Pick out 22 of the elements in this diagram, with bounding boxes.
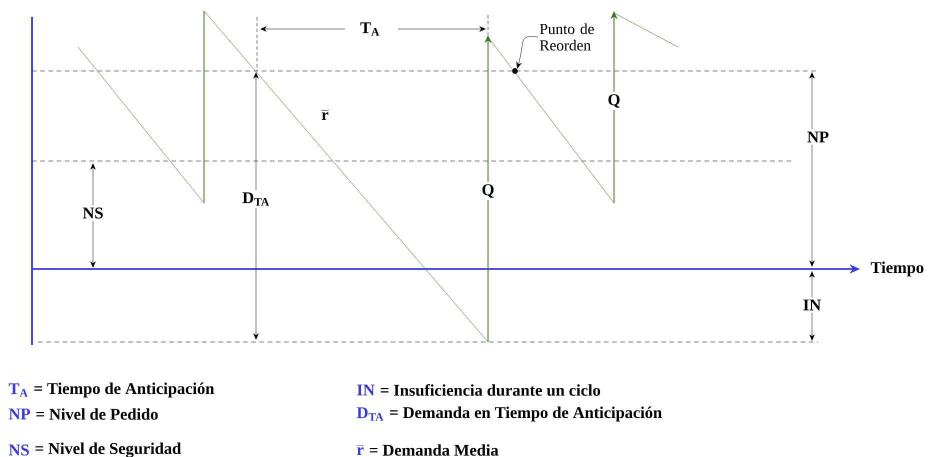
dimension-label: IN: [800, 297, 824, 313]
legend-symbol: IN: [357, 384, 375, 396]
axis-label: Tiempo: [870, 262, 924, 276]
dimension-label: NS: [80, 205, 106, 221]
legend-text: = Nivel de Pedido: [36, 408, 158, 420]
legend-symbol: NP: [8, 408, 30, 420]
legend-symbol: T$_{A}$: [8, 383, 28, 397]
symbol-label: r: [321, 110, 329, 120]
dimension-label: T$_{A}$: [358, 20, 382, 38]
dimension-label: NP: [804, 129, 832, 145]
dimension-label: Q: [479, 182, 497, 200]
callout-text: Punto de Reorden: [540, 23, 594, 51]
legend-text: = Tiempo de Anticipación: [34, 382, 214, 398]
legend-text: = Nivel de Seguridad: [36, 442, 182, 457]
legend-symbol: D$_{TA}$: [356, 407, 384, 421]
legend-symbol: NS: [8, 444, 29, 456]
dimension-label: Q: [605, 92, 623, 110]
leader-line: [516, 36, 538, 68]
legend-text: = Insuficiencia durante un ciclo: [380, 384, 600, 396]
dimension-label: D$_{TA}$: [240, 190, 272, 208]
legend-text: = Demanda Media: [370, 444, 498, 456]
legend-text: = Demanda en Tiempo de Anticipación: [390, 406, 662, 422]
